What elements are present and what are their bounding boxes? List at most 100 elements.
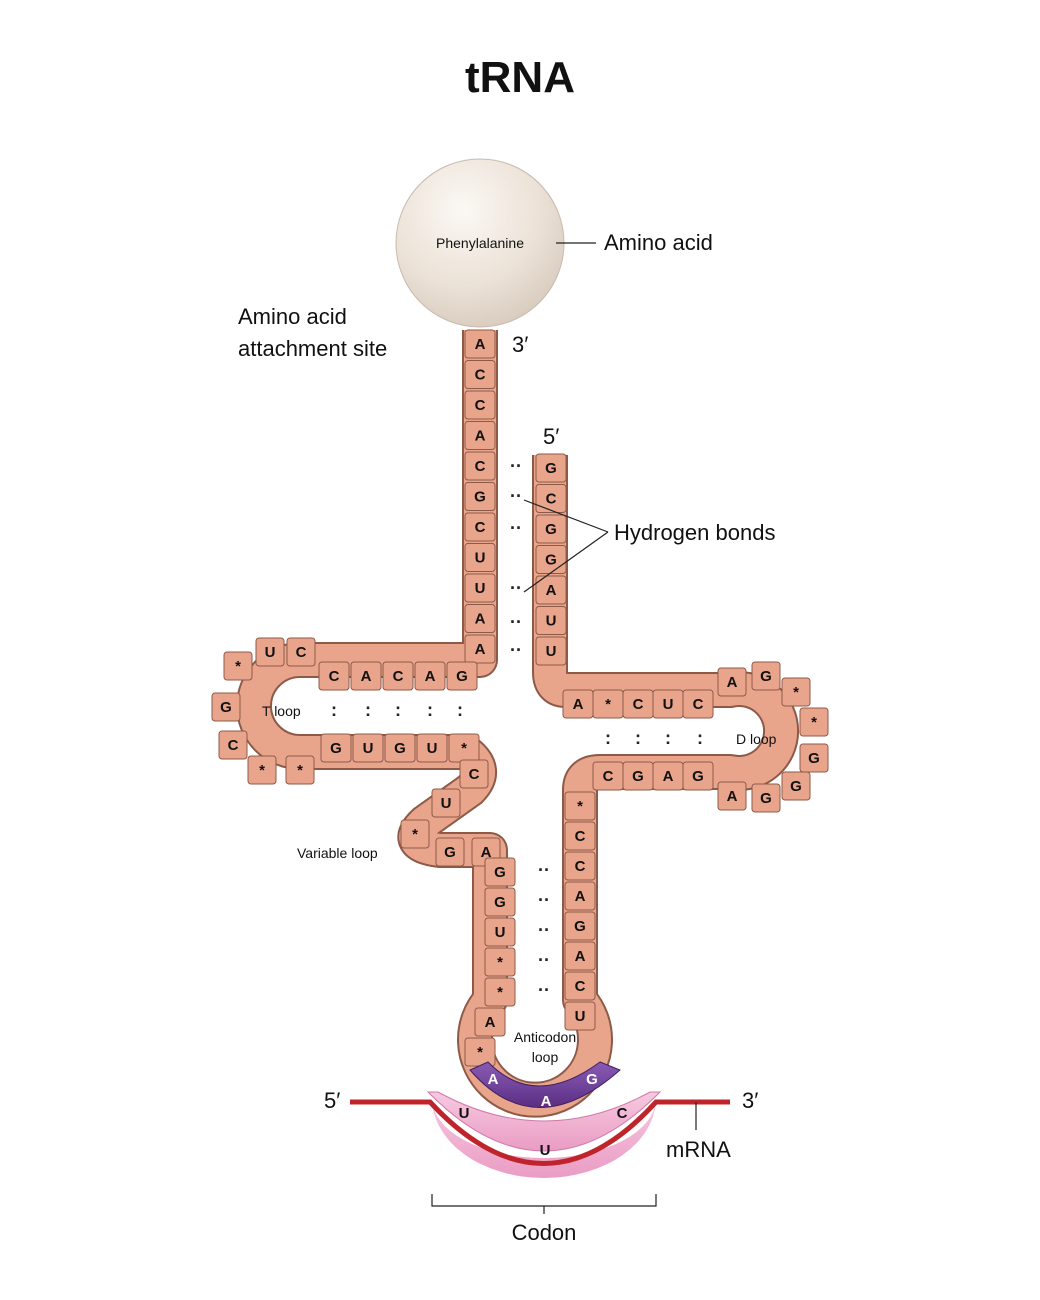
- nucleotide-anticodon-left: G: [494, 894, 506, 911]
- nucleotide-anticodon-right: C: [575, 858, 586, 875]
- hbond-d-stem: :: [665, 728, 671, 748]
- hbond-acceptor: ··: [510, 518, 522, 538]
- nucleotide-acceptor-3: A: [475, 336, 486, 353]
- end-label-3prime-acceptor: 3′: [512, 332, 528, 357]
- nucleotide-d-stem-bottom: G: [692, 768, 704, 785]
- nucleotide-t-stem: G: [456, 668, 468, 685]
- nucleotide-acceptor-3: A: [475, 611, 486, 628]
- nucleotide-anticodon-right: *: [577, 798, 583, 815]
- nucleotide-t-stem: C: [329, 668, 340, 685]
- nucleotide-acceptor-3: C: [475, 397, 486, 414]
- t-loop-label: T loop: [262, 703, 301, 719]
- nucleotide-d-stem: C: [633, 696, 644, 713]
- nucleotide-acceptor-5: U: [546, 643, 557, 660]
- nucleotide-acceptor-5: U: [546, 613, 557, 630]
- hbond-anticodon: ··: [538, 890, 550, 910]
- nucleotide-t-loop-bottom: *: [297, 762, 303, 779]
- hbond-anticodon: ··: [538, 950, 550, 970]
- codon-base: U: [459, 1105, 470, 1122]
- hbond-t-stem: :: [365, 700, 371, 720]
- nucleotide-d-loop: G: [760, 668, 772, 685]
- hbond-acceptor: ··: [510, 456, 522, 476]
- nucleotide-d-stem: C: [693, 696, 704, 713]
- end-label-5prime-acceptor: 5′: [543, 424, 559, 449]
- nucleotide-anticodon-right: U: [575, 1008, 586, 1025]
- hbond-d-stem: :: [635, 728, 641, 748]
- anticodon-loop-label-2: loop: [532, 1049, 559, 1065]
- hbond-d-stem: :: [605, 728, 611, 748]
- nucleotide-acceptor-5: G: [545, 552, 557, 569]
- mrna-label: mRNA: [666, 1137, 731, 1162]
- variable-loop-label: Variable loop: [297, 845, 378, 861]
- nucleotide-t-loop-bottom: *: [259, 762, 265, 779]
- hbond-d-stem: :: [697, 728, 703, 748]
- nucleotide-t-loop: *: [235, 658, 241, 675]
- nucleotide-d-loop: A: [727, 788, 738, 805]
- nucleotide-anticodon-left: *: [497, 954, 503, 971]
- nucleotide-t-loop: C: [296, 644, 307, 661]
- nucleotide-anticodon-right: A: [575, 948, 586, 965]
- codon-bracket: [432, 1194, 656, 1214]
- hbond-t-stem: :: [457, 700, 463, 720]
- amino-acid-label: Amino acid: [604, 230, 713, 255]
- hbond-t-stem: :: [395, 700, 401, 720]
- nucleotide-anticodon-left: A: [485, 1014, 496, 1031]
- nucleotide-d-loop: G: [760, 790, 772, 807]
- nucleotide-acceptor-3: C: [475, 519, 486, 536]
- codon-base: U: [540, 1142, 551, 1159]
- nucleotide-variable: G: [444, 844, 456, 861]
- hbond-acceptor: ··: [510, 486, 522, 506]
- anticodon-base: A: [488, 1071, 499, 1088]
- hbond-anticodon: ··: [538, 980, 550, 1000]
- nucleotide-variable: C: [469, 766, 480, 783]
- hydrogen-bonds-label: Hydrogen bonds: [614, 520, 775, 545]
- nucleotide-t-stem: C: [393, 668, 404, 685]
- anticodon-loop-label-1: Anticodon: [514, 1029, 576, 1045]
- nucleotide-acceptor-5: A: [546, 582, 557, 599]
- nucleotide-t-stem-bottom: U: [427, 740, 438, 757]
- codon-label: Codon: [512, 1220, 577, 1245]
- hbond-acceptor: ··: [510, 578, 522, 598]
- nucleotide-anticodon-left: *: [497, 984, 503, 1001]
- nucleotide-d-stem-bottom: A: [663, 768, 674, 785]
- attachment-site-label-1: Amino acid: [238, 304, 347, 329]
- nucleotide-d-loop: G: [790, 778, 802, 795]
- nucleotide-variable: U: [441, 795, 452, 812]
- nucleotide-t-loop: C: [228, 737, 239, 754]
- nucleotide-anticodon-right: G: [574, 918, 586, 935]
- amino-acid-name: Phenylalanine: [436, 235, 524, 251]
- hbond-t-stem: :: [427, 700, 433, 720]
- nucleotide-acceptor-5: G: [545, 521, 557, 538]
- hbond-t-stem: :: [331, 700, 337, 720]
- hbond-anticodon: ··: [538, 920, 550, 940]
- nucleotide-variable: *: [412, 826, 418, 843]
- nucleotide-anticodon-left: *: [477, 1044, 483, 1061]
- nucleotide-anticodon-right: C: [575, 978, 586, 995]
- mrna-3prime-label: 3′: [742, 1088, 758, 1113]
- mrna-5prime-label: 5′: [324, 1088, 340, 1113]
- nucleotide-anticodon-left: G: [494, 864, 506, 881]
- nucleotide-acceptor-3: U: [475, 580, 486, 597]
- nucleotide-acceptor-3: U: [475, 550, 486, 567]
- nucleotide-anticodon-left: U: [495, 924, 506, 941]
- page-title: tRNA: [465, 53, 575, 102]
- nucleotide-d-stem: A: [573, 696, 584, 713]
- hbond-acceptor: ··: [510, 640, 522, 660]
- nucleotide-d-stem-bottom: G: [632, 768, 644, 785]
- nucleotide-acceptor-3: G: [474, 489, 486, 506]
- hbond-anticodon: ··: [538, 860, 550, 880]
- nucleotide-t-stem-bottom: U: [363, 740, 374, 757]
- nucleotide-d-stem-bottom: C: [603, 768, 614, 785]
- nucleotide-d-stem: U: [663, 696, 674, 713]
- nucleotide-t-stem: A: [361, 668, 372, 685]
- nucleotide-acceptor-5: G: [545, 460, 557, 477]
- attachment-site-label-2: attachment site: [238, 336, 387, 361]
- codon-base: C: [617, 1105, 628, 1122]
- nucleotide-d-loop: A: [727, 674, 738, 691]
- anticodon-base: A: [541, 1093, 552, 1110]
- nucleotide-anticodon-right: A: [575, 888, 586, 905]
- nucleotide-t-loop: U: [265, 644, 276, 661]
- d-loop-label: D loop: [736, 731, 777, 747]
- nucleotide-t-stem-bottom: *: [461, 740, 467, 757]
